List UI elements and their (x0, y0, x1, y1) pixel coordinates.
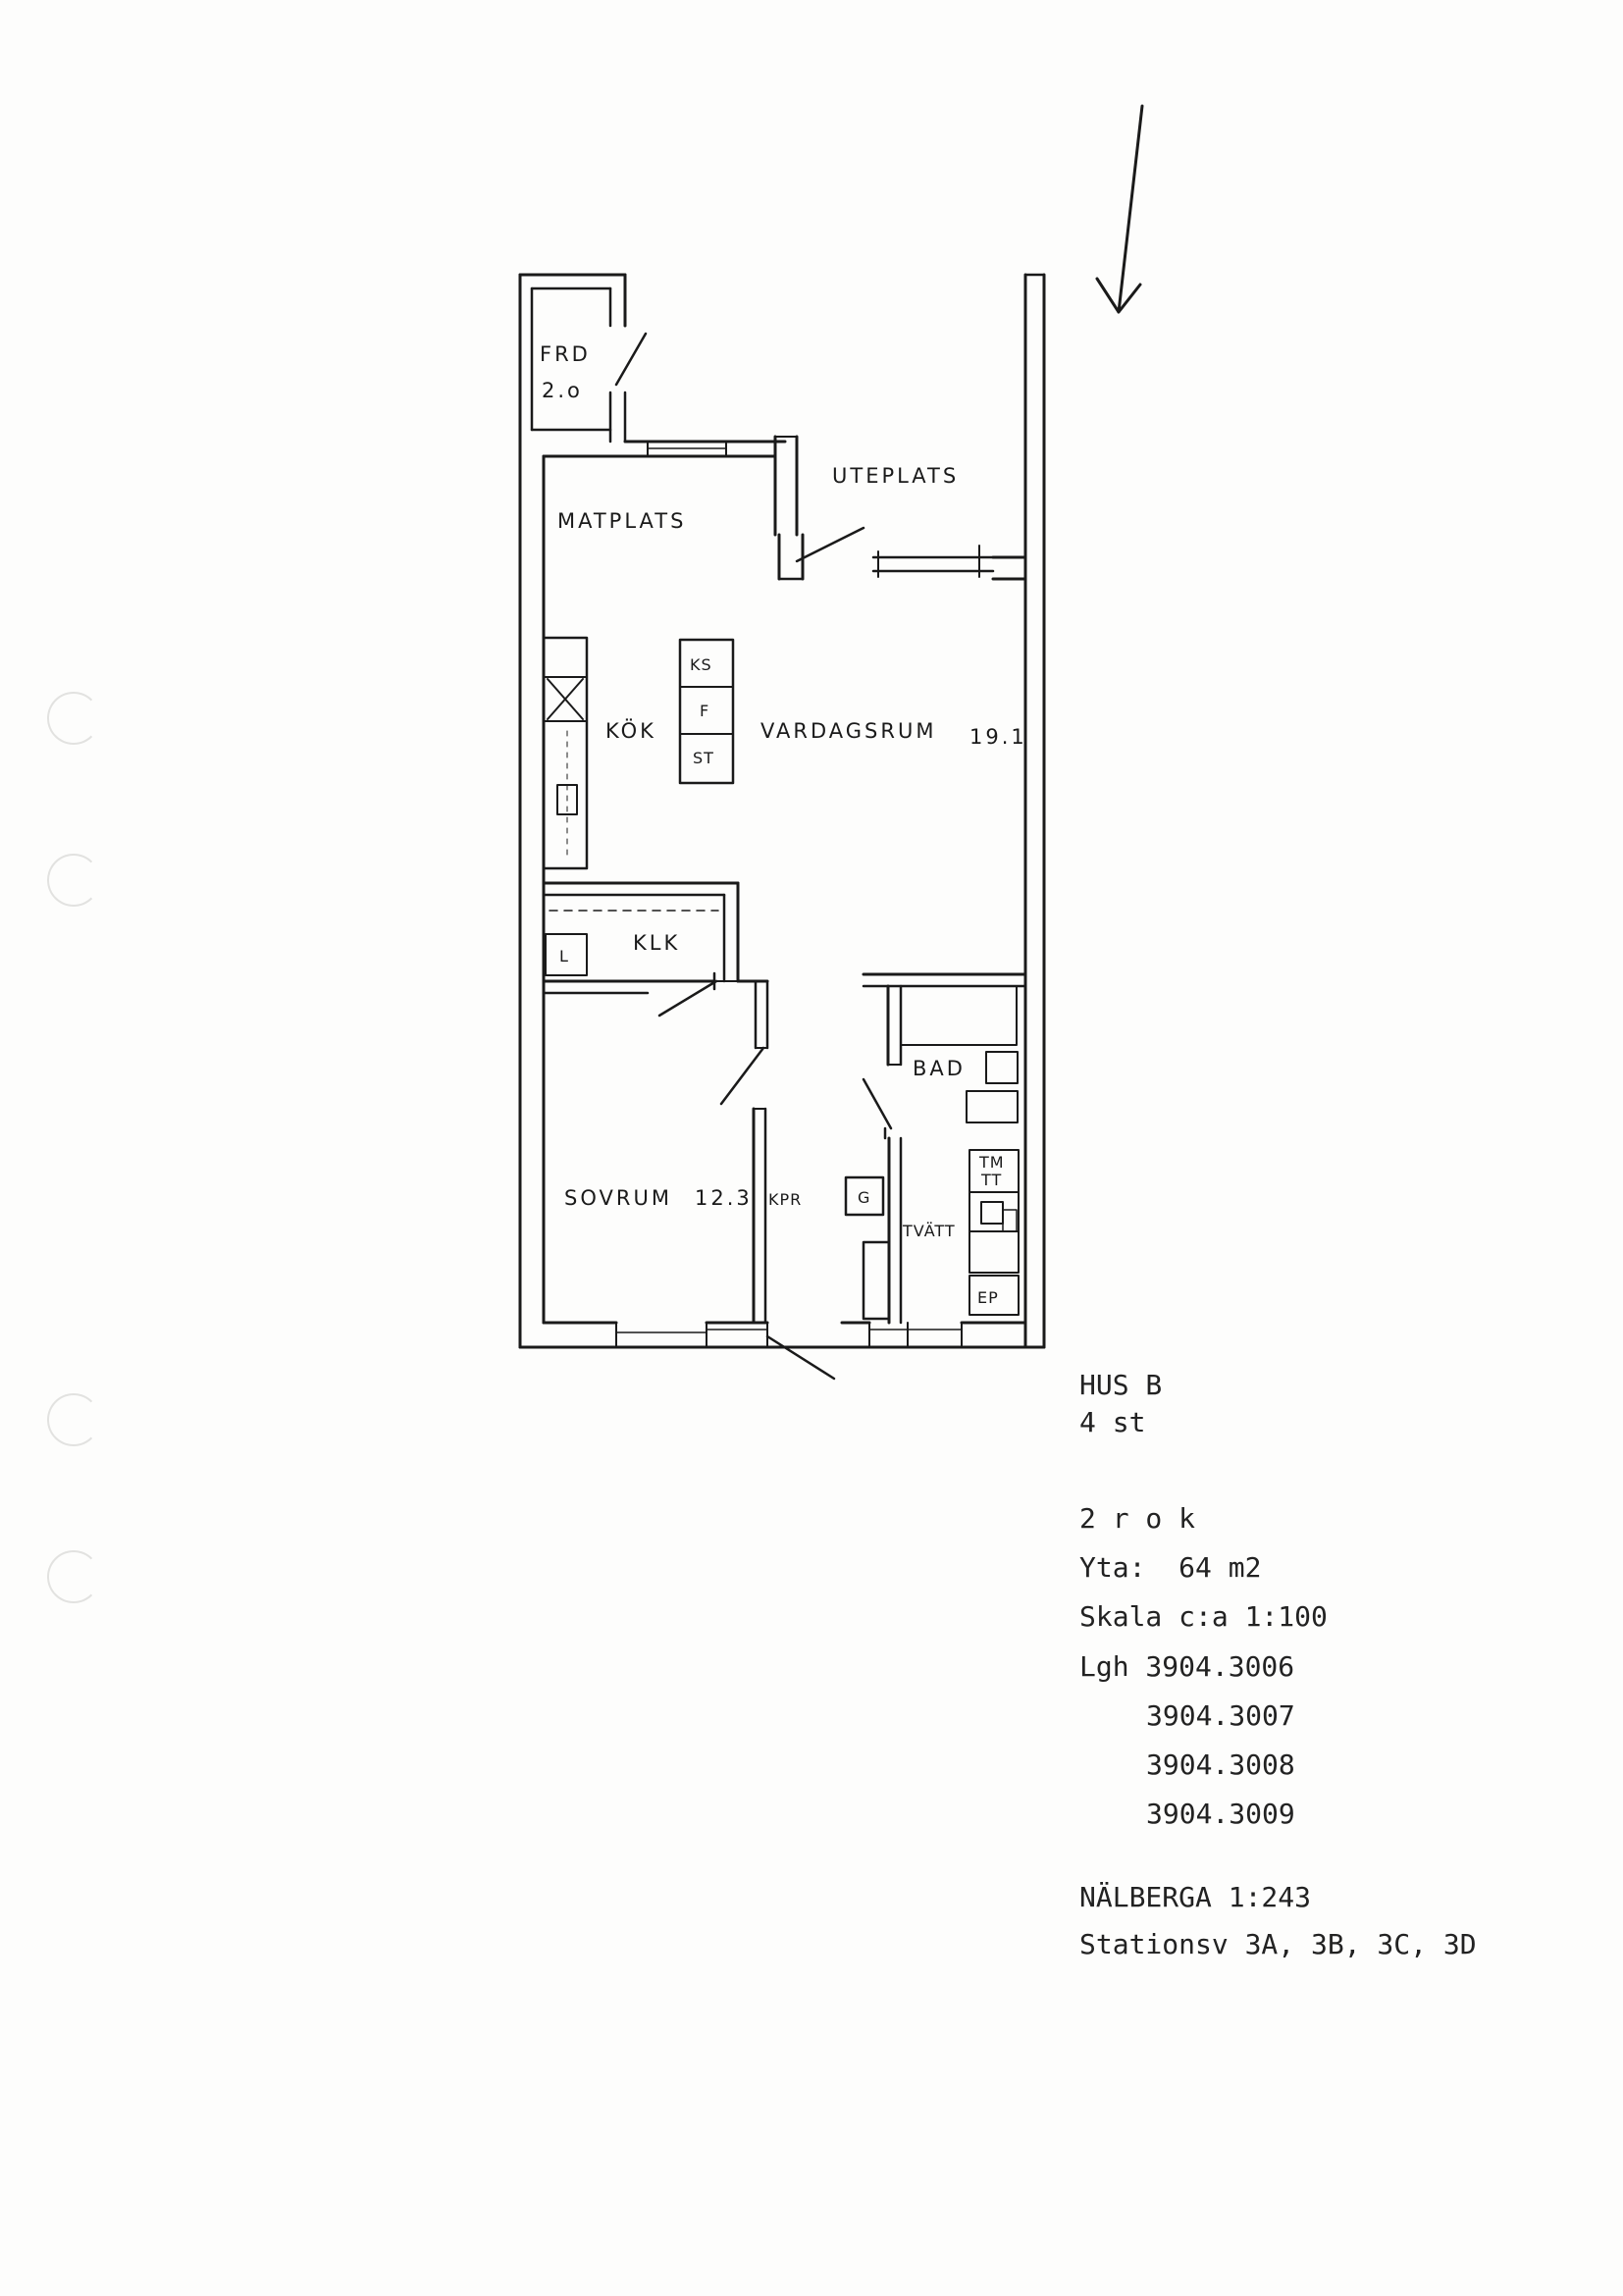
room-label-kok: KÖK (605, 718, 656, 743)
punch-hole (47, 854, 100, 907)
room-label-bad: BAD (913, 1057, 966, 1080)
street-address: Stationsv 3A, 3B, 3C, 3D (1079, 1928, 1477, 1960)
room-label-matplats: MATPLATS (557, 509, 686, 533)
fixture-label-ks: KS (690, 655, 712, 674)
building-label: HUS B (1079, 1369, 1163, 1401)
room-label-sovrum: SOVRUM (564, 1186, 672, 1210)
apartment-number: 3904.3007 (1146, 1699, 1295, 1732)
fixture-label-g: G (858, 1188, 870, 1207)
apartment-number: 3904.3009 (1146, 1798, 1295, 1830)
exterior-walls (518, 273, 1046, 1381)
interior-walls (657, 971, 769, 1325)
fixture-label-ep: EP (977, 1288, 999, 1307)
apartment-area: Yta: 64 m2 (1079, 1551, 1262, 1584)
kitchen-counter (542, 636, 589, 870)
apartment-number: Lgh 3904.3006 (1079, 1650, 1295, 1683)
room-label-frd: FRD (540, 342, 591, 366)
closet-klk (542, 881, 740, 995)
fixture-label-tm: TM (978, 1153, 1005, 1172)
room-label-uteplats: UTEPLATS (832, 464, 959, 488)
drawing-scale: Skala c:a 1:100 (1079, 1600, 1328, 1633)
fixture-label-f: F (700, 702, 709, 720)
kitchen-island (678, 638, 735, 785)
fixture-label-l: L (559, 947, 569, 965)
room-area-sovrum: 12.3 (695, 1186, 753, 1210)
punch-hole (47, 1550, 100, 1603)
punch-hole (47, 1393, 100, 1446)
room-label-tvatt: TVÄTT (902, 1222, 956, 1240)
room-area-frd: 2.o (542, 379, 583, 402)
wardrobe-g (844, 1175, 885, 1217)
north-arrow-icon (1095, 104, 1144, 314)
room-label-kpr: KPR (768, 1190, 802, 1209)
unit-count: 4 st (1079, 1406, 1146, 1438)
room-area-vardagsrum: 19.1 (969, 725, 1027, 749)
frd-door-swing (614, 332, 648, 387)
punch-hole (47, 692, 100, 745)
room-label-klk: KLK (633, 931, 680, 955)
apartment-type: 2 r o k (1079, 1502, 1196, 1535)
fixture-label-st: ST (693, 749, 714, 767)
apartment-number: 3904.3008 (1146, 1748, 1295, 1781)
room-label-vardagsrum: VARDAGSRUM (760, 719, 936, 743)
fixture-label-tt: TT (980, 1171, 1002, 1189)
property-designation: NÄLBERGA 1:243 (1079, 1881, 1312, 1913)
bathroom-walls (862, 972, 1027, 1325)
